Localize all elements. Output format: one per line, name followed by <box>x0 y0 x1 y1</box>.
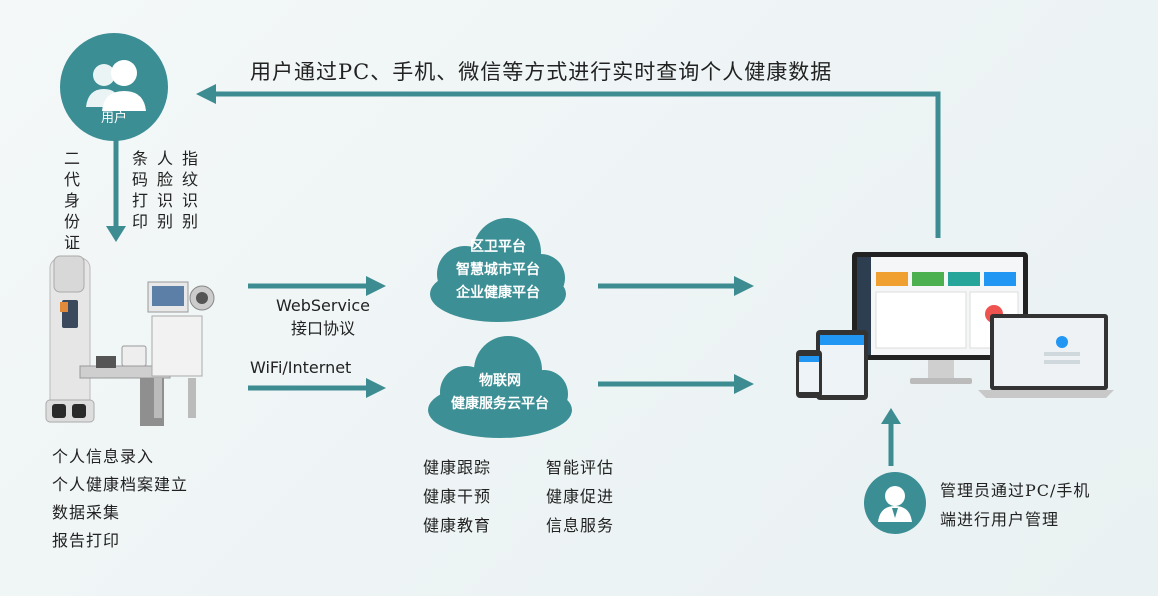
id-method-barcode: 条码打印 <box>129 150 148 234</box>
admin-person-icon <box>878 486 912 522</box>
cloud-platform-1-text: 区卫平台 智慧城市平台 企业健康平台 <box>423 236 573 305</box>
cloud1-line2: 智慧城市平台 <box>456 262 540 278</box>
admin-description: 管理员通过PC/手机 端进行用户管理 <box>940 476 1090 534</box>
admin-up-arrow <box>881 408 901 466</box>
admin-avatar <box>864 472 926 534</box>
cloud-platform-2-text: 物联网 健康服务云平台 <box>420 370 580 416</box>
service-tracking: 健康跟踪 <box>423 458 492 477</box>
devices-image <box>796 252 1114 400</box>
feature-data-collection: 数据采集 <box>52 503 121 522</box>
user-avatar: 用户 <box>60 33 168 141</box>
id-method-face: 人脸识别 <box>154 150 173 234</box>
feature-health-record: 个人健康档案建立 <box>52 475 189 494</box>
admin-line1: 管理员通过PC/手机 <box>940 481 1091 500</box>
wifi-arrow <box>248 378 386 398</box>
id-method-idcard: 二代身份证 <box>61 150 80 255</box>
users-icon <box>86 60 146 111</box>
user-label: 用户 <box>100 111 127 126</box>
cloud1-line1: 区卫平台 <box>470 239 526 255</box>
feature-info-entry: 个人信息录入 <box>52 447 155 466</box>
id-method-fingerprint: 指纹识别 <box>179 150 198 234</box>
service-info: 信息服务 <box>546 516 615 535</box>
cloud1-to-devices-arrow <box>598 276 754 296</box>
feature-report-print: 报告打印 <box>52 531 121 550</box>
health-kiosk-image <box>45 255 215 426</box>
cloud2-to-devices-arrow <box>598 374 754 394</box>
cloud2-line1: 物联网 <box>479 373 521 389</box>
cloud-platform-2 <box>428 336 572 438</box>
webservice-label: WebService 接口协议 <box>258 296 388 339</box>
service-intervention: 健康干预 <box>423 487 492 506</box>
service-education: 健康教育 <box>423 516 492 535</box>
cloud-platform-1 <box>430 218 566 322</box>
webservice-arrow <box>248 276 386 296</box>
webservice-label-line2: 接口协议 <box>290 319 355 338</box>
services-right-list: 智能评估 健康促进 信息服务 <box>546 453 614 540</box>
top-flow-text: 用户通过PC、手机、微信等方式进行实时查询个人健康数据 <box>250 60 833 84</box>
cloud2-line2: 健康服务云平台 <box>451 396 549 412</box>
service-assessment: 智能评估 <box>546 458 615 477</box>
services-left-list: 健康跟踪 健康干预 健康教育 <box>423 453 491 540</box>
wifi-label: WiFi/Internet <box>250 358 352 377</box>
user-down-arrow <box>106 138 126 242</box>
kiosk-feature-list: 个人信息录入 个人健康档案建立 数据采集 报告打印 <box>52 443 188 555</box>
service-promotion: 健康促进 <box>546 487 615 506</box>
admin-line2: 端进行用户管理 <box>940 510 1060 529</box>
cloud1-line3: 企业健康平台 <box>456 285 540 301</box>
webservice-label-line1: WebService <box>275 296 370 315</box>
